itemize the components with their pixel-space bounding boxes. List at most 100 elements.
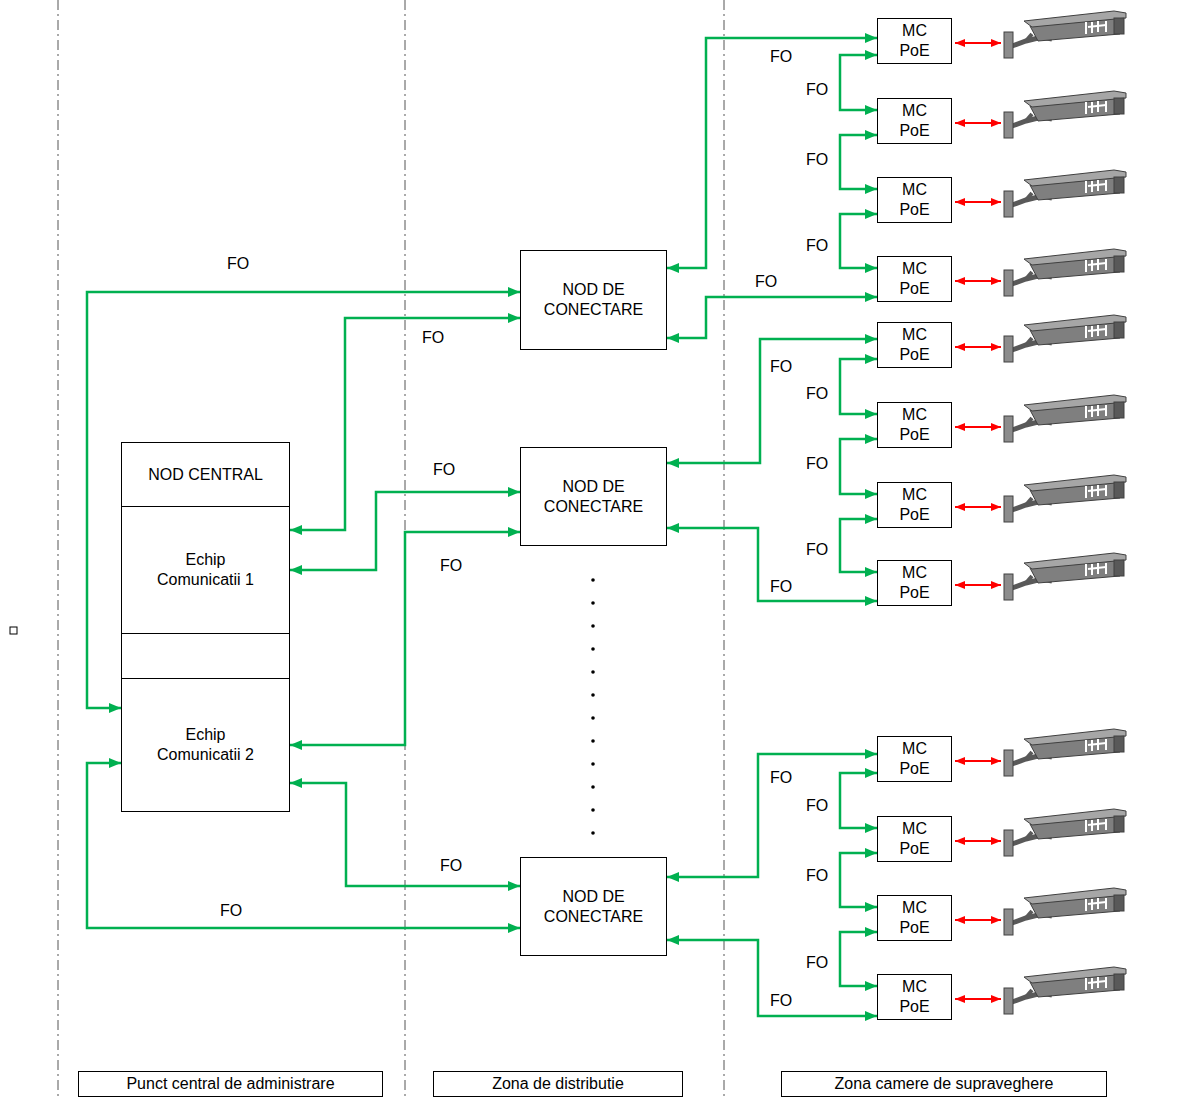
fiber-link	[840, 214, 877, 268]
node-text: Echip Comunicatii 1	[146, 550, 266, 590]
poe-link	[955, 760, 1001, 762]
dot	[591, 739, 595, 743]
edge-label: FO	[804, 81, 830, 99]
dot	[591, 647, 595, 651]
fiber-link	[667, 297, 877, 338]
node-text: NOD DE CONECTARE	[534, 280, 654, 320]
node-text: MC PoE	[895, 21, 935, 61]
dot	[591, 785, 595, 789]
connection-node: NOD DE CONECTARE	[520, 447, 667, 546]
edge-label: FO	[420, 329, 446, 347]
poe-link	[955, 584, 1001, 586]
edge-label: FO	[804, 541, 830, 559]
zone-divider	[58, 0, 59, 1097]
edge-label: FO	[804, 237, 830, 255]
fiber-link	[290, 318, 520, 530]
zone-divider	[58, 0, 724, 1097]
dot	[591, 716, 595, 720]
edge-label: FO	[438, 557, 464, 575]
media-converter-box: MC PoE	[877, 974, 952, 1020]
camera-icon	[1004, 249, 1126, 296]
media-converter-box: MC PoE	[877, 482, 952, 528]
zone-label-box: Zona camere de supraveghere	[781, 1071, 1107, 1097]
central-node: NOD CENTRAL Echip Comunicatii 1 Echip Comu…	[121, 442, 290, 812]
fiber-link	[840, 773, 877, 828]
poe-link	[955, 840, 1001, 842]
media-converter-box: MC PoE	[877, 402, 952, 448]
dot	[591, 624, 595, 628]
dot	[591, 670, 595, 674]
camera-icon	[1004, 888, 1126, 935]
fiber-link	[840, 439, 877, 494]
node-heading-area: NOD CENTRAL	[122, 443, 289, 506]
edge-label: FO	[768, 358, 794, 376]
small-square	[10, 627, 17, 634]
media-converter-box: MC PoE	[877, 98, 952, 144]
camera-icon	[1004, 395, 1126, 442]
fiber-link	[290, 783, 520, 886]
fiber-link	[667, 339, 877, 463]
node-text: MC PoE	[895, 259, 935, 299]
dot	[591, 693, 595, 697]
node-text: MC PoE	[895, 563, 935, 603]
edge-label: FO	[225, 255, 251, 273]
node-text: MC PoE	[895, 101, 935, 141]
edge-label: FO	[804, 954, 830, 972]
poe-link	[955, 280, 1001, 282]
camera-icon	[1004, 475, 1126, 522]
equipment-box: Echip Comunicatii 2	[121, 678, 290, 812]
media-converter-box: MC PoE	[877, 895, 952, 941]
poe-link	[955, 506, 1001, 508]
node-text: MC PoE	[895, 819, 935, 859]
node-text: Zona de distributie	[492, 1074, 624, 1094]
fiber-link	[290, 532, 520, 745]
fiber-link	[667, 940, 877, 1016]
fiber-link	[840, 932, 877, 986]
fiber-link	[840, 359, 877, 414]
fiber-link	[840, 55, 877, 110]
camera-icon	[1004, 809, 1126, 856]
camera-icon	[1004, 729, 1126, 776]
fiber-link	[840, 519, 877, 572]
edge-label: FO	[804, 455, 830, 473]
zone-label-box: Zona de distributie	[433, 1071, 683, 1097]
edge-label: FO	[768, 992, 794, 1010]
zone-divider	[724, 0, 725, 1097]
node-text: MC PoE	[895, 898, 935, 938]
media-converter-box: MC PoE	[877, 177, 952, 223]
media-converter-box: MC PoE	[877, 256, 952, 302]
edge-label: FO	[804, 385, 830, 403]
camera-group	[1004, 11, 1126, 1014]
edge-label: FO	[804, 797, 830, 815]
edge-label: FO	[753, 273, 779, 291]
poe-link	[955, 998, 1001, 1000]
connection-node: NOD DE CONECTARE	[520, 857, 667, 956]
dot	[591, 578, 595, 582]
media-converter-box: MC PoE	[877, 322, 952, 368]
media-converter-box: MC PoE	[877, 560, 952, 606]
node-text: Punct central de administrare	[126, 1074, 334, 1094]
poe-link	[955, 42, 1001, 44]
media-converter-box: MC PoE	[877, 18, 952, 64]
zone-label-box: Punct central de administrare	[78, 1071, 383, 1097]
poe-link	[955, 122, 1001, 124]
edge-label: FO	[768, 48, 794, 66]
camera-icon	[1004, 11, 1126, 58]
media-converter-box: MC PoE	[877, 736, 952, 782]
continuation-dots	[591, 578, 595, 835]
poe-link	[955, 43, 1001, 999]
dot	[591, 831, 595, 835]
fiber-link	[840, 853, 877, 907]
poe-link	[955, 426, 1001, 428]
node-text: MC PoE	[895, 325, 935, 365]
camera-icon	[1004, 553, 1126, 600]
node-text: MC PoE	[895, 180, 935, 220]
fiber-link	[840, 135, 877, 189]
node-text: Echip Comunicatii 2	[146, 725, 266, 765]
camera-icon	[1004, 315, 1126, 362]
fiber-link	[667, 528, 877, 601]
camera-icon	[1004, 967, 1126, 1014]
node-text: NOD DE CONECTARE	[534, 887, 654, 927]
fiber-link	[667, 38, 877, 268]
